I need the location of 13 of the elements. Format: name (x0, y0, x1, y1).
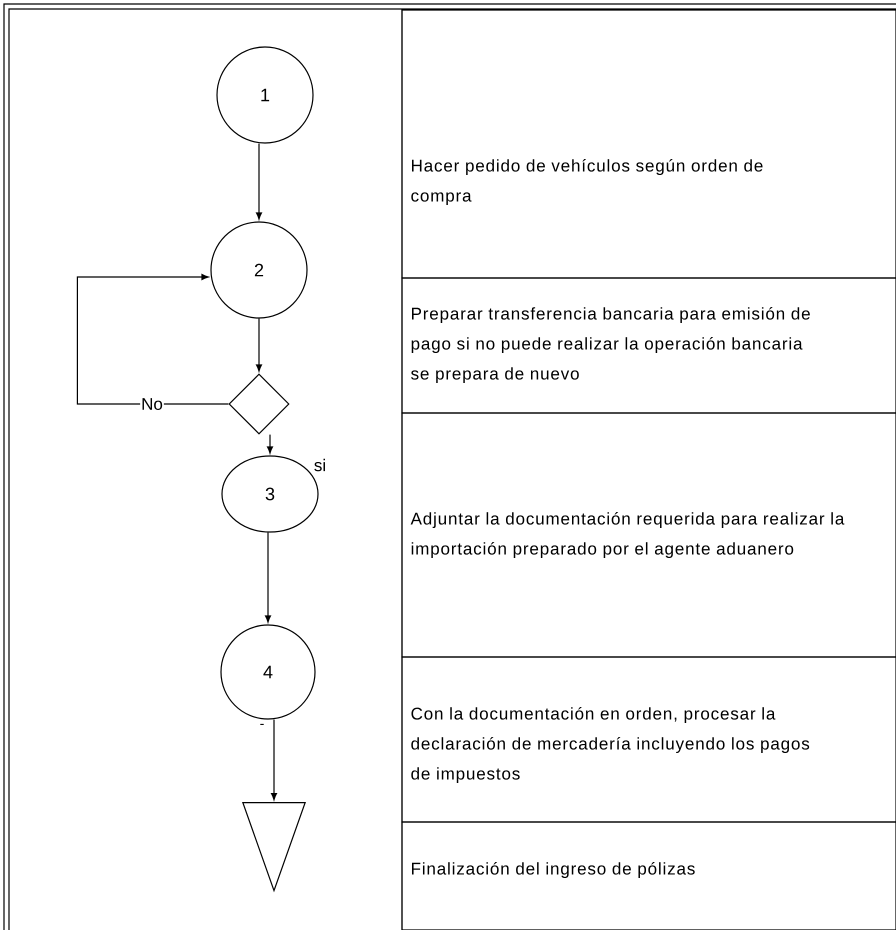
arrow (264, 532, 272, 623)
table-cell: Hacer pedido de vehículos según orden de compra (401, 9, 896, 279)
dash-mark: - (260, 724, 264, 725)
arrow (256, 318, 262, 372)
arrow (270, 720, 278, 800)
table-cell: Finalización del ingreso de pólizas (401, 821, 896, 930)
table-cell: Con la documentación en orden, procesar la declaración de mercadería incluyendo los pagos de impuestos (401, 656, 896, 823)
edge-label: No (140, 397, 164, 411)
arrow (266, 434, 274, 454)
table-cell: Preparar transferencia bancaria para emisión de pago si no puede realizar la operación bancaria se prepara de nuevo (401, 277, 896, 414)
arrow (76, 274, 228, 405)
table-cell: Adjuntar la documentación requerida para realizar la importación preparado por el agente aduanero (401, 412, 896, 658)
arrow (256, 144, 262, 220)
